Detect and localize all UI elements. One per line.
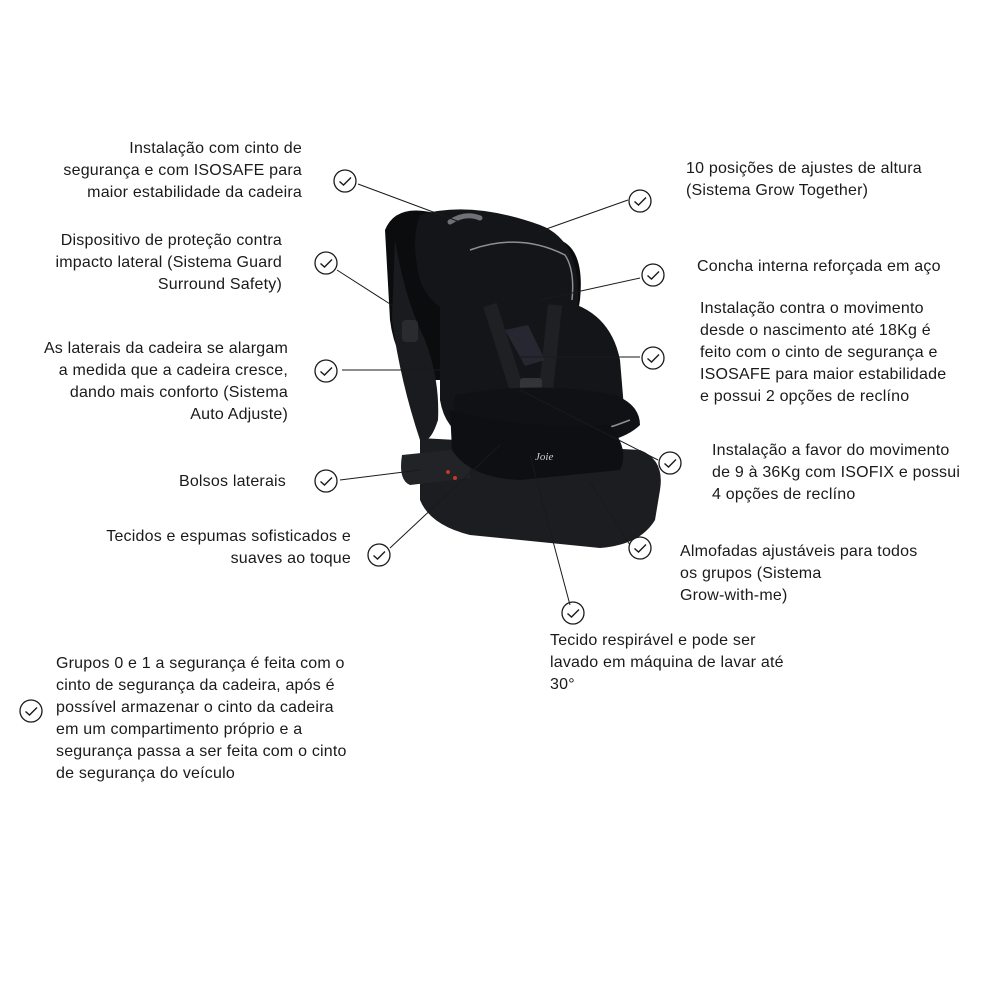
feature-text: 4 opções de reclíno — [712, 486, 856, 503]
feature-text: de segurança do veículo — [56, 765, 235, 782]
feature-steel-shell: Concha interna reforçada em aço — [697, 256, 941, 278]
check-circle-icon — [19, 699, 43, 723]
base-foot — [401, 448, 470, 485]
check-circle-icon — [641, 263, 665, 287]
feature-side-impact: Dispositivo de proteção contra impacto l… — [55, 230, 282, 296]
feature-text: possível armazenar o cinto da cadeira — [56, 699, 334, 716]
feature-text: 10 posições de ajustes de altura — [686, 160, 922, 177]
feature-text: cinto de segurança da cadeira, após é — [56, 677, 335, 694]
feature-text: lavado em máquina de lavar até — [550, 654, 784, 671]
check-circle-icon — [367, 543, 391, 567]
check-circle-icon — [628, 189, 652, 213]
feature-text: Bolsos laterais — [178, 473, 286, 490]
feature-text: Almofadas ajustáveis para todos — [680, 543, 918, 560]
feature-side-pockets: Bolsos laterais — [179, 471, 286, 493]
isofix-indicator — [453, 476, 457, 480]
feature-text: Instalação com cinto de — [129, 140, 302, 157]
feature-text: desde o nascimento até 18Kg é — [700, 322, 931, 339]
feature-height-adjust: 10 posições de ajustes de altura (Sistem… — [686, 158, 922, 202]
feature-groups-0-1: Grupos 0 e 1 a segurança é feita com o c… — [56, 653, 347, 785]
feature-soft-fabrics: Tecidos e espumas sofisticados e suaves … — [106, 526, 351, 570]
car-seat-illustration: Joie — [385, 209, 661, 548]
feature-text: (Sistema Grow Together) — [686, 182, 869, 199]
feature-text: 30° — [550, 676, 575, 693]
leader-line — [357, 183, 461, 223]
feature-text: feito com o cinto de segurança e — [700, 344, 938, 361]
leader-line — [539, 277, 641, 301]
leader-line — [534, 199, 629, 234]
feature-text: Tecido respirável e pode ser — [550, 632, 756, 649]
feature-text: de 9 à 36Kg com ISOFIX e possui — [712, 464, 961, 481]
feature-text: Dispositivo de proteção contra — [60, 232, 282, 249]
feature-text: em um compartimento próprio e a — [56, 721, 303, 738]
feature-text: Instalação contra o movimento — [700, 300, 924, 317]
check-circle-icon — [314, 251, 338, 275]
check-circle-icon — [658, 451, 682, 475]
feature-text: Instalação a favor do movimento — [712, 442, 950, 459]
check-circle-icon — [314, 469, 338, 493]
feature-text: ISOSAFE para maior estabilidade — [700, 366, 947, 383]
feature-text: As laterais da cadeira se alargam — [43, 340, 288, 357]
isofix-indicator — [446, 470, 450, 474]
check-circle-icon — [628, 536, 652, 560]
check-circle-icon — [641, 346, 665, 370]
leader-line — [336, 269, 416, 321]
seat-front-panel — [450, 410, 624, 480]
feature-isosafe-install: Instalação com cinto de segurança e com … — [63, 138, 302, 204]
leader-line — [529, 454, 571, 606]
leader-line — [519, 389, 659, 461]
feature-text: Grupos 0 e 1 a segurança é feita com o — [56, 655, 345, 672]
feature-washable: Tecido respirável e pode ser lavado em m… — [550, 630, 784, 696]
feature-text: os grupos (Sistema — [680, 565, 822, 582]
side-impact-pod — [402, 320, 418, 342]
seat-piping — [469, 241, 574, 301]
feature-cushions: Almofadas ajustáveis para todos os grupo… — [680, 541, 917, 607]
feature-text: Concha interna reforçada em aço — [697, 258, 941, 275]
check-circle-icon — [333, 169, 357, 193]
check-circle-icon — [314, 359, 338, 383]
feature-text: Surround Safety) — [157, 276, 282, 293]
feature-text: Tecidos e espumas sofisticados e — [106, 528, 351, 545]
feature-text: suaves ao toque — [230, 550, 351, 567]
feature-text: segurança e com ISOSAFE para — [63, 162, 302, 179]
leader-line — [339, 469, 421, 481]
check-circle-icon — [561, 601, 585, 625]
harness-pad — [505, 325, 545, 366]
harness-strap — [483, 302, 527, 403]
leader-lines — [336, 183, 659, 606]
feature-text: impacto lateral (Sistema Guard — [55, 254, 282, 271]
feature-rear-facing: Instalação contra o movimento desde o na… — [700, 298, 946, 408]
feature-forward-facing: Instalação a favor do movimento de 9 à 3… — [712, 440, 960, 506]
brand-logo: Joie — [535, 451, 553, 463]
feature-auto-adjust: As laterais da cadeira se alargam a medi… — [44, 338, 288, 426]
harness-strap — [538, 304, 562, 401]
headrest-handle — [447, 213, 483, 225]
feature-text: Grow-with-me) — [680, 587, 788, 604]
feature-text: dando mais conforto (Sistema — [69, 384, 288, 401]
leader-line — [389, 444, 501, 549]
feature-text: Auto Adjuste) — [190, 406, 288, 423]
leader-line — [589, 481, 631, 546]
feature-text: e possui 2 opções de reclíno — [700, 388, 910, 405]
feature-text: maior estabilidade da cadeira — [87, 184, 302, 201]
feature-text: a medida que a cadeira cresce, — [58, 362, 288, 379]
feature-text: segurança passa a ser feita com o cinto — [56, 743, 347, 760]
